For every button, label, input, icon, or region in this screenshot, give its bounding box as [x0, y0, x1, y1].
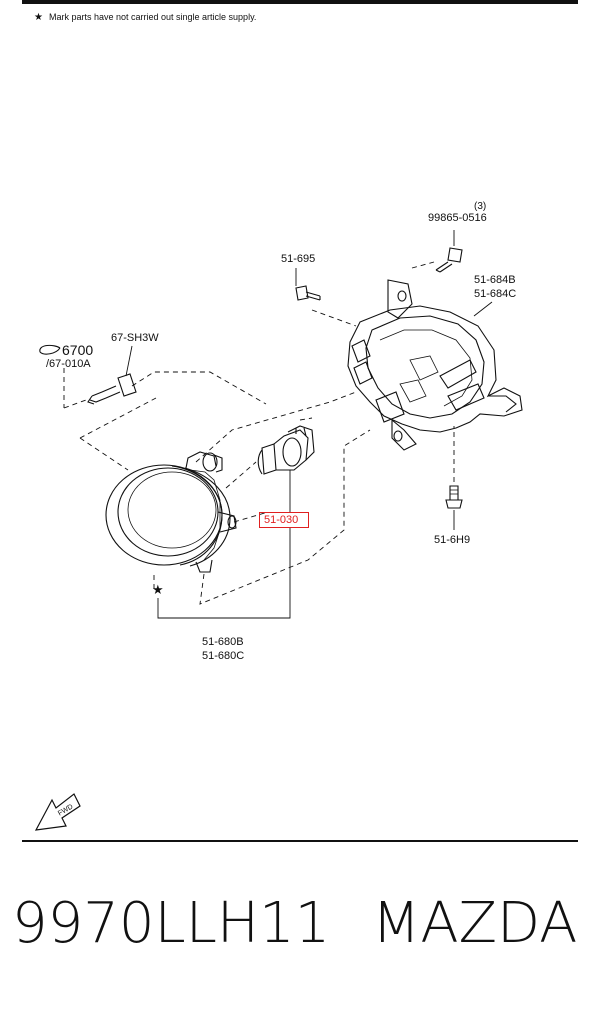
callout-lamp-2: 51-680C — [202, 650, 245, 662]
bottom-rule — [22, 840, 578, 842]
top-rule — [22, 0, 578, 4]
bulb-highlight-box[interactable] — [259, 512, 309, 528]
callout-bolt-bottom: 51-6H9 — [434, 534, 471, 546]
callout-connector: 67-SH3W — [111, 332, 159, 344]
callout-harness-2: /67-010A — [46, 358, 91, 370]
callout-bracket-1: 51-684B — [474, 274, 516, 286]
dashed-assembly-lines — [63, 261, 455, 605]
fwd-arrow-icon — [34, 793, 81, 831]
footer-part-number: 9970LLH11 — [12, 891, 331, 956]
callout-lamp-1: 51-680B — [202, 636, 244, 648]
fog-lamp-drawing — [105, 451, 237, 573]
lamp-star-icon: ★ — [152, 582, 164, 597]
bulb-drawing — [257, 425, 315, 475]
footer-brand: MAZDA — [372, 891, 578, 956]
callout-screw-left: 51-695 — [281, 253, 316, 265]
screw-left-drawing — [295, 285, 321, 301]
callout-harness-1: 6700 — [62, 342, 94, 358]
header-note: ★ Mark parts have not carried out single … — [34, 12, 256, 23]
callout-bolt-top: 99865-0516 — [428, 212, 487, 224]
bracket-drawing — [347, 279, 523, 451]
bolt-top-drawing — [435, 247, 463, 273]
leader-lines — [125, 230, 493, 619]
callout-bulb[interactable]: 51-030 — [264, 514, 299, 526]
note-text: Mark parts have not carried out single a… — [48, 12, 257, 22]
bolt-bottom-drawing — [445, 485, 463, 509]
wire-loop-icon — [39, 344, 61, 355]
callout-bracket-2: 51-684C — [474, 288, 517, 300]
connector-drawing — [87, 373, 137, 405]
star-icon: ★ — [34, 12, 43, 23]
callout-bolt-top-qty: (3) — [474, 201, 487, 212]
